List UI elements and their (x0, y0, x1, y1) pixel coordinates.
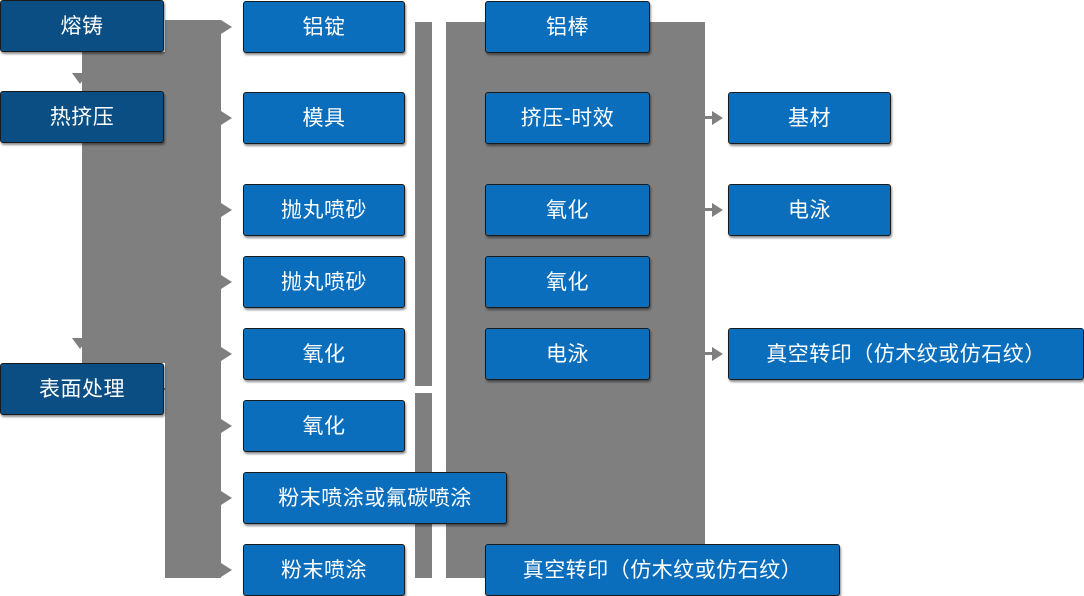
process-box-shot-blasting-2[interactable]: 抛丸喷砂 (243, 256, 405, 308)
detail-box-extrusion-aging-label: 挤压-时效 (520, 106, 615, 130)
arrow-to-vacuum-transfer-2-icon (712, 347, 723, 361)
process-box-powder-coating-label: 粉末喷涂 (281, 558, 367, 582)
arrow-to-electrophoresis-2-icon (712, 203, 723, 217)
arrow-extrusion-to-surface-icon (72, 338, 88, 349)
process-box-powder-coating[interactable]: 粉末喷涂 (243, 544, 405, 596)
detail-box-aluminum-bar[interactable]: 铝棒 (485, 1, 650, 53)
arrow-stem-to-electrophoresis-2 (705, 208, 716, 211)
process-box-shot-blasting-1-label: 抛丸喷砂 (281, 198, 367, 222)
stage-box-smelt-cast[interactable]: 熔铸 (0, 0, 164, 52)
connector-gap-region-c (432, 212, 446, 277)
connector-gap-1 (432, 22, 446, 23)
output-box-vacuum-transfer-2[interactable]: 真空转印（仿木纹或仿石纹） (728, 328, 1084, 380)
arrow-to-substrate-icon (712, 111, 723, 125)
detail-box-vacuum-transfer-1-label: 真空转印（仿木纹或仿石纹） (522, 558, 803, 582)
process-box-oxidation-b[interactable]: 氧化 (243, 400, 405, 452)
detail-box-vacuum-transfer-1[interactable]: 真空转印（仿木纹或仿石纹） (485, 544, 840, 596)
detail-box-electrophoresis-label: 电泳 (546, 342, 589, 366)
detail-box-oxidation-d-label: 氧化 (546, 270, 589, 294)
connector-stem-surface-treatment (164, 388, 186, 390)
output-box-substrate[interactable]: 基材 (728, 92, 891, 144)
arrow-smelt-to-extrusion-icon (72, 73, 88, 84)
stage-box-hot-extrusion[interactable]: 热挤压 (0, 91, 164, 143)
stage-box-surface-treatment[interactable]: 表面处理 (0, 363, 164, 415)
connector-trunk-left-lower (165, 363, 221, 578)
arrow-stem-to-substrate (705, 116, 716, 119)
stage-box-surface-treatment-label: 表面处理 (39, 377, 125, 401)
arrow-stem-to-vacuum-transfer-2 (705, 352, 716, 355)
connector-gap-region-d (432, 280, 446, 350)
detail-box-oxidation-d[interactable]: 氧化 (485, 256, 650, 308)
connector-gap-region-g (432, 566, 446, 578)
detail-box-aluminum-bar-label: 铝棒 (546, 15, 589, 39)
process-box-oxidation-b-label: 氧化 (302, 414, 346, 438)
arrow-to-shot-blasting-2-icon (221, 275, 232, 289)
stage-box-hot-extrusion-label: 热挤压 (49, 105, 115, 129)
process-box-shot-blasting-1[interactable]: 抛丸喷砂 (243, 184, 405, 236)
connector-trunk-left-mid (82, 52, 221, 91)
connector-gap-region-e (432, 353, 446, 390)
output-box-vacuum-transfer-2-label: 真空转印（仿木纹或仿石纹） (766, 342, 1046, 366)
connector-bar-process-right (415, 22, 432, 578)
output-box-substrate-label: 基材 (788, 106, 831, 130)
connector-gap-region-a (432, 23, 446, 116)
stage-box-smelt-cast-label: 熔铸 (60, 14, 104, 38)
output-box-electrophoresis-2-label: 电泳 (788, 198, 831, 222)
process-box-oxidation-a-label: 氧化 (302, 342, 346, 366)
detail-box-electrophoresis[interactable]: 电泳 (485, 328, 650, 380)
process-box-aluminum-ingot[interactable]: 铝锭 (243, 1, 405, 53)
arrow-to-die-mold-icon (221, 111, 232, 125)
arrow-to-shot-blasting-1-icon (221, 203, 232, 217)
process-box-aluminum-ingot-label: 铝锭 (302, 15, 346, 39)
process-box-die-mold[interactable]: 模具 (243, 92, 405, 144)
detail-box-extrusion-aging[interactable]: 挤压-时效 (485, 92, 650, 144)
arrow-to-oxidation-b-icon (221, 419, 232, 433)
detail-box-oxidation-c-label: 氧化 (546, 198, 589, 222)
arrow-to-powder-or-pvdf-icon (221, 491, 232, 505)
process-box-powder-or-pvdf[interactable]: 粉末喷涂或氟碳喷涂 (243, 472, 507, 524)
connector-trunk-left-upper (165, 20, 221, 52)
output-box-electrophoresis-2[interactable]: 电泳 (728, 184, 891, 236)
arrow-to-aluminum-ingot-icon (221, 20, 232, 34)
arrow-to-oxidation-a-icon (221, 347, 232, 361)
arrow-to-powder-coating-icon (221, 563, 232, 577)
process-box-powder-or-pvdf-label: 粉末喷涂或氟碳喷涂 (278, 486, 472, 510)
process-box-oxidation-a[interactable]: 氧化 (243, 328, 405, 380)
detail-box-oxidation-c[interactable]: 氧化 (485, 184, 650, 236)
connector-gap-region-b (432, 119, 446, 209)
connector-bar-split (415, 386, 446, 393)
process-box-shot-blasting-2-label: 抛丸喷砂 (281, 270, 367, 294)
process-box-die-mold-label: 模具 (302, 106, 346, 130)
